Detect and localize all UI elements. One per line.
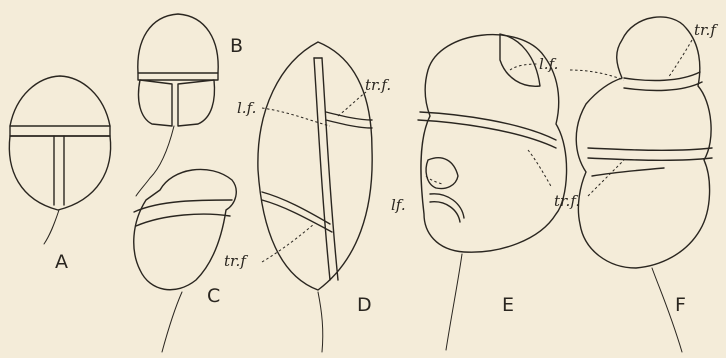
panel-label-b: B — [230, 37, 243, 56]
cell-d-drawing — [258, 42, 372, 352]
panel-label-d: D — [357, 296, 372, 315]
panel-label-a: A — [55, 253, 68, 272]
annotation-lf-d: l.f. — [237, 101, 256, 116]
cell-b-drawing — [136, 14, 218, 196]
annotation-lf-e-lower: lf. — [391, 198, 406, 213]
cell-e-drawing — [418, 34, 567, 350]
annotation-trf-f: tr.f — [694, 23, 716, 38]
annotation-lf-e: l.f. — [539, 57, 558, 72]
panel-label-c: C — [207, 287, 220, 306]
annotation-trf-e: tr.f. — [554, 194, 580, 209]
cell-a-drawing — [9, 76, 110, 244]
panel-label-e: E — [502, 296, 514, 315]
annotation-trf-d-lower: tr.f — [224, 254, 246, 269]
cell-f-drawing — [570, 17, 712, 352]
panel-label-f: F — [675, 296, 686, 315]
annotation-trf-d: tr.f. — [365, 78, 391, 93]
cell-c-drawing — [134, 169, 237, 352]
